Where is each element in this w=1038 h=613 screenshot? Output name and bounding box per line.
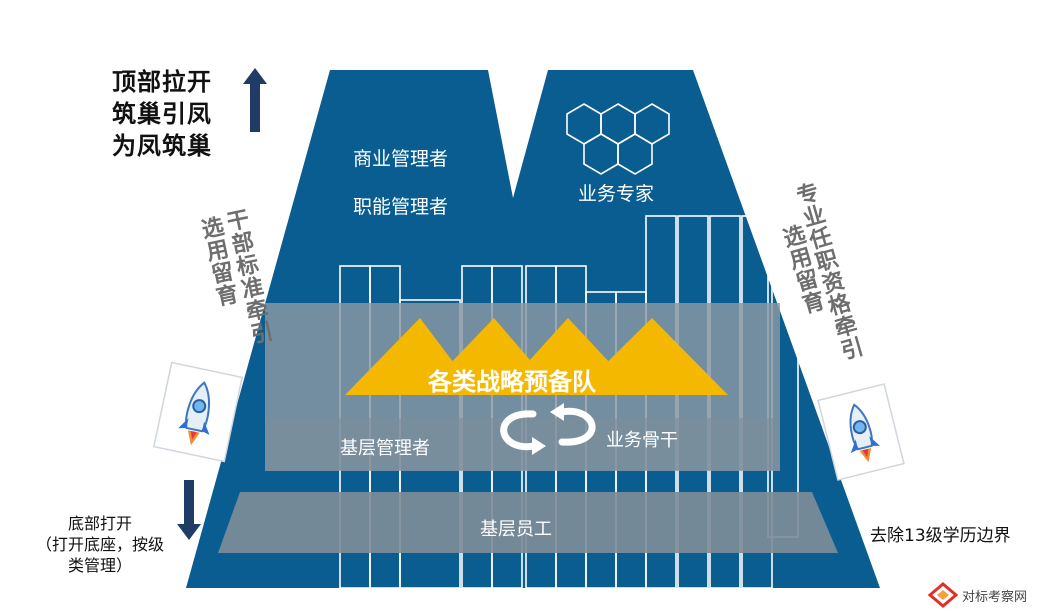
label-business-backbone: 业务骨干 — [606, 430, 678, 451]
up-arrow-icon — [243, 68, 267, 132]
left-title-line1: 顶部拉开 — [112, 68, 212, 96]
left-title-line3: 为凤筑巢 — [112, 132, 212, 160]
down-arrow-icon — [177, 480, 201, 540]
label-strategic-reserve: 各类战略预备队 — [428, 368, 596, 396]
label-business-expert: 业务专家 — [578, 183, 655, 205]
bottom-right-note: 去除13级学历边界 — [870, 526, 1011, 546]
bottom-left-line2: （打开底座，按级 — [35, 535, 164, 554]
watermark-diamond-icon — [928, 582, 958, 608]
left-title-line2: 筑巢引凤 — [112, 100, 212, 128]
bottom-left-note: 底部打开 （打开底座，按级 类管理） — [20, 513, 180, 576]
base-band — [218, 492, 838, 553]
bottom-left-line1: 底部打开 — [67, 514, 132, 533]
cycle-arrows-icon — [500, 407, 596, 451]
label-commercial-manager: 商业管理者 — [353, 148, 449, 170]
hexagon-cluster — [566, 103, 670, 175]
watermark-text: 对标考察网 — [962, 589, 1028, 605]
watermark-logo: 对标考察网 — [928, 582, 1027, 608]
label-grassroots-manager: 基层管理者 — [340, 438, 430, 459]
strategic-reserve-triangles — [345, 318, 728, 395]
left-title: 顶部拉开 筑巢引凤 为凤筑巢 — [112, 66, 212, 162]
label-grassroots-staff: 基层员工 — [480, 519, 552, 540]
bottom-left-line3: 类管理） — [67, 556, 132, 575]
rocket-icon-right — [817, 383, 905, 481]
rocket-icon-left — [152, 361, 244, 463]
label-functional-manager: 职能管理者 — [353, 196, 449, 218]
